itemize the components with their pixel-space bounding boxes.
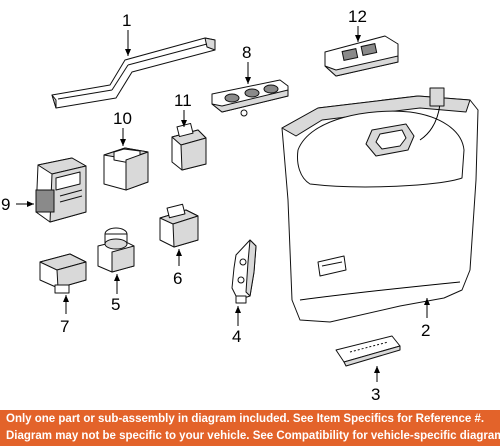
parts-diagram: 1 12 8 11 10 9 6 5 7 4 2 3 bbox=[1, 7, 479, 404]
leader-lines bbox=[16, 26, 430, 382]
part-3-reflector bbox=[335, 335, 401, 367]
callout-11: 11 bbox=[174, 91, 192, 110]
callout-2: 2 bbox=[421, 321, 430, 340]
callout-10: 10 bbox=[113, 109, 132, 128]
callout-4: 4 bbox=[232, 327, 241, 346]
part-1-molding bbox=[51, 37, 216, 109]
callout-9: 9 bbox=[1, 195, 10, 214]
callout-5: 5 bbox=[111, 295, 120, 314]
part-12-bezel bbox=[324, 35, 399, 77]
part-4-bracket bbox=[231, 239, 257, 304]
part-9-master-switch bbox=[35, 157, 87, 223]
disclaimer-line-2: Diagram may not be specific to your vehi… bbox=[6, 430, 500, 442]
part-8-switch-panel bbox=[211, 79, 289, 117]
part-11-switch bbox=[171, 122, 207, 171]
disclaimer-line-1: Only one part or sub-assembly in diagram… bbox=[6, 413, 485, 425]
callout-3: 3 bbox=[371, 385, 380, 404]
part-2-door-trim-panel bbox=[281, 87, 479, 323]
callout-7: 7 bbox=[60, 317, 69, 336]
callout-8: 8 bbox=[242, 43, 251, 62]
callout-6: 6 bbox=[173, 269, 182, 288]
part-10-window-switch bbox=[103, 147, 149, 191]
callout-1: 1 bbox=[122, 11, 131, 30]
part-5-knob-switch bbox=[97, 227, 135, 273]
callout-12: 12 bbox=[348, 7, 367, 26]
part-6-switch bbox=[159, 203, 199, 248]
part-7-switch bbox=[39, 253, 87, 294]
disclaimer-banner: Only one part or sub-assembly in diagram… bbox=[0, 410, 500, 446]
